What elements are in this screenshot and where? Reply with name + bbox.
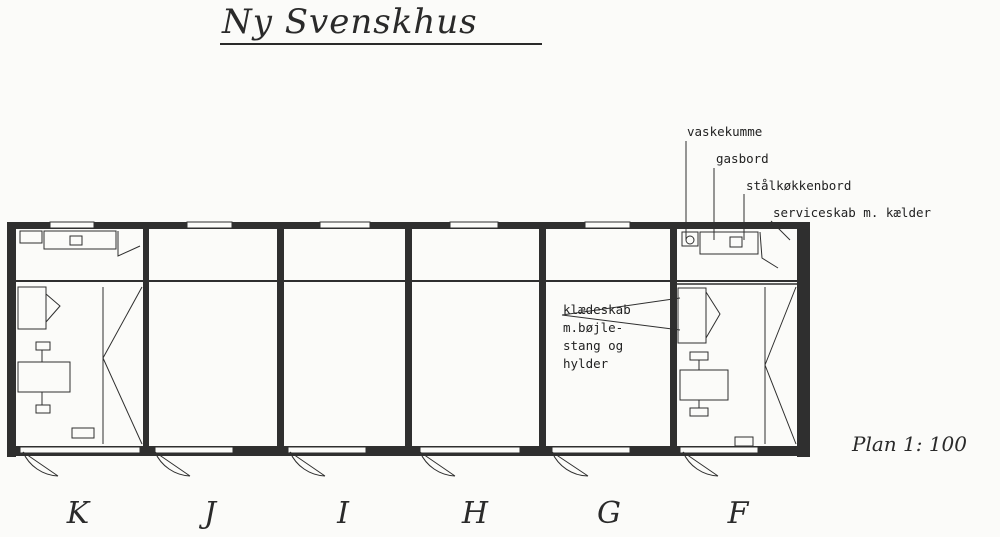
unit-f-furnishings (677, 231, 797, 447)
outer-walls (7, 222, 810, 457)
unit-label-f: F (727, 496, 749, 531)
scale-label: Plan 1: 100 (852, 432, 968, 456)
unit-label-g: G (597, 496, 621, 531)
callout-vaskekumme: vaskekumme (687, 124, 763, 139)
door-swings (22, 451, 719, 477)
partition-walls (143, 229, 677, 446)
title-underline (220, 43, 542, 45)
callout-gasbord: gasbord (716, 151, 769, 166)
unit-label-k: K (66, 496, 90, 531)
callout-klaedeskab-1: klædeskab (563, 302, 631, 317)
callout-klaedeskab-2: m.bøjle- (563, 320, 624, 335)
unit-label-j: J (203, 496, 217, 531)
callout-klaedeskab-4: hylder (563, 356, 609, 371)
callout-serviceskab: serviceskab m. kælder (773, 205, 932, 220)
leader-lines (561, 141, 791, 331)
corridor-line (16, 280, 797, 285)
unit-label-h: H (461, 496, 489, 531)
windows (19, 221, 759, 454)
callout-staalkoekkenbord: stålkøkkenbord (746, 178, 852, 193)
unit-label-i: I (337, 496, 349, 531)
page-title: Ny Svenskhus (222, 2, 478, 42)
callout-klaedeskab-3: stang og (563, 338, 624, 353)
unit-k-furnishings (17, 230, 143, 445)
